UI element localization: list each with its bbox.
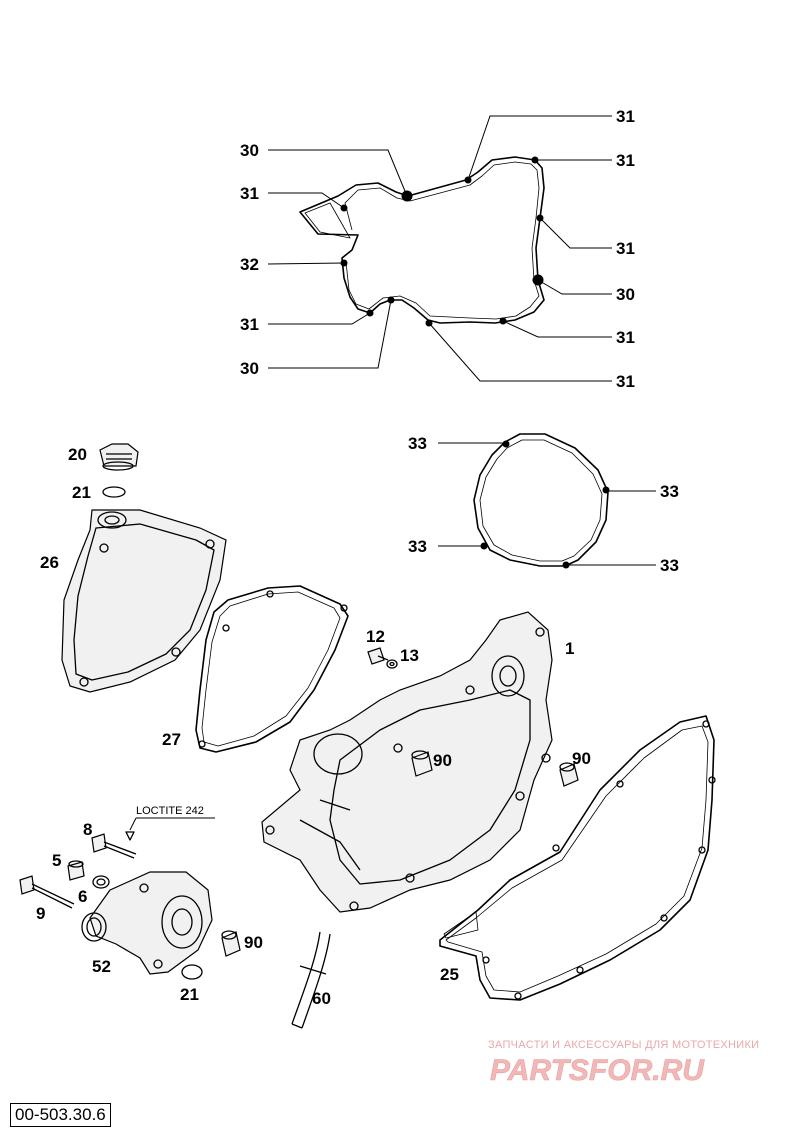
- callout-90: 90: [244, 933, 263, 952]
- callout-6: 6: [78, 887, 87, 906]
- callout-13: 13: [400, 646, 419, 665]
- callout-30: 30: [240, 359, 259, 378]
- callout-21: 21: [180, 985, 199, 1004]
- o-ring: [181, 964, 203, 980]
- bolt-and-washer: [367, 647, 398, 669]
- callout-8: 8: [83, 820, 92, 839]
- watermark-tagline: ЗАПЧАСТИ И АКСЕССУАРЫ ДЛЯ МОТОТЕХНИКИ: [488, 1039, 759, 1051]
- callout-9: 9: [36, 904, 45, 923]
- callout-27: 27: [162, 730, 181, 749]
- dowel-sleeve: [411, 750, 433, 777]
- clutch-cover-gasket: [299, 156, 545, 327]
- plug-screw: [67, 860, 85, 881]
- top-gasket-leaders: [267, 115, 612, 382]
- loctite-note: LOCTITE 242: [125, 805, 215, 841]
- callout-32: 32: [240, 255, 259, 274]
- callout-31: 31: [616, 239, 635, 258]
- long-bolt: [91, 833, 137, 859]
- ignition-cover-inner-gasket: [195, 585, 349, 753]
- callout-31: 31: [616, 107, 635, 126]
- dowel-sleeve: [559, 762, 579, 787]
- callout-90: 90: [572, 749, 591, 768]
- callout-33: 33: [660, 556, 679, 575]
- oil-filler-plug: [99, 443, 139, 471]
- callout-5: 5: [52, 851, 61, 870]
- callout-90: 90: [433, 751, 452, 770]
- breather-hose: [291, 931, 331, 1029]
- callout-60: 60: [312, 989, 331, 1008]
- figure-code: 00-503.30.6: [10, 1103, 111, 1127]
- watermark-logo: PARTSFOR.RU: [490, 1054, 705, 1087]
- ignition-cover-gasket: [438, 433, 656, 569]
- water-pump-cover: [81, 871, 213, 975]
- callout-52: 52: [92, 957, 111, 976]
- callout-26: 26: [40, 553, 59, 572]
- callout-31: 31: [616, 372, 635, 391]
- callout-30: 30: [616, 285, 635, 304]
- watermark: ЗАПЧАСТИ И АКСЕССУАРЫ ДЛЯ МОТОТЕХНИКИ PA…: [488, 1039, 759, 1087]
- callout-1: 1: [565, 639, 574, 658]
- gasket-bolt-hole: [602, 486, 610, 494]
- callout-31: 31: [240, 184, 259, 203]
- callout-31: 31: [240, 315, 259, 334]
- callout-21: 21: [72, 483, 91, 502]
- sealing-ring: [92, 875, 110, 889]
- ignition-cover: [61, 509, 227, 693]
- o-ring: [102, 486, 126, 498]
- callout-25: 25: [440, 965, 459, 984]
- clutch-cover-outer-gasket: [439, 715, 716, 1001]
- short-bolt: [19, 875, 75, 909]
- sealing-ring-inner: [96, 878, 106, 886]
- callout-20: 20: [68, 445, 87, 464]
- callout-33: 33: [660, 482, 679, 501]
- svg-text:LOCTITE 242: LOCTITE 242: [136, 805, 204, 817]
- callout-33: 33: [408, 537, 427, 556]
- gasket-bolt-hole: [502, 440, 510, 448]
- callout-31: 31: [616, 151, 635, 170]
- callout-31: 31: [616, 328, 635, 347]
- callout-30: 30: [240, 141, 259, 160]
- clutch-cover: [261, 611, 553, 913]
- dowel-sleeve: [221, 930, 241, 957]
- callout-33: 33: [408, 434, 427, 453]
- callout-12: 12: [366, 627, 385, 646]
